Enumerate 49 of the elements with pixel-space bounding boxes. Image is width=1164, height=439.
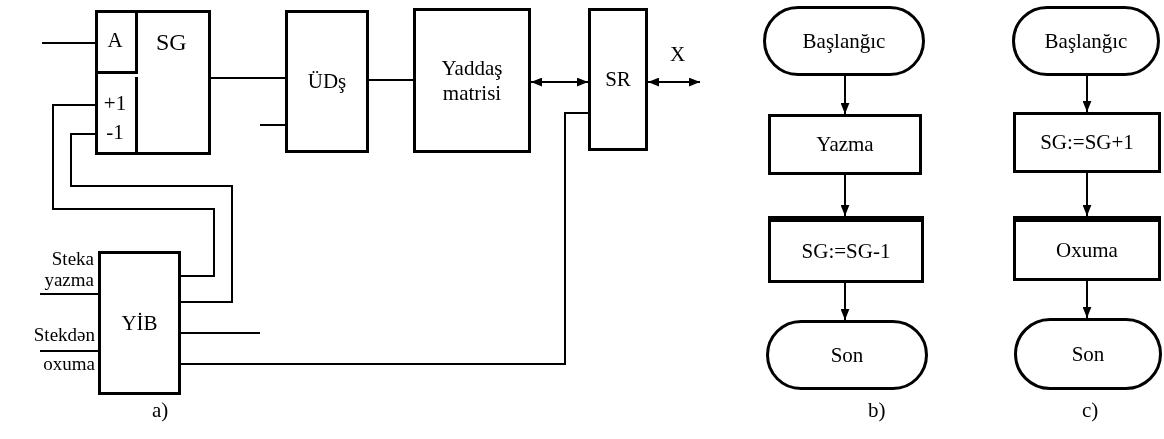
connector-line <box>39 350 99 352</box>
signal-label: Steka yazma <box>14 248 94 294</box>
box-label: YİB <box>121 310 158 336</box>
box-label: Yazma <box>816 132 874 157</box>
field-label: -1 <box>106 119 124 146</box>
signal-label: Stekdən oxuma <box>4 320 95 378</box>
connector-line <box>52 104 215 277</box>
connector-line <box>180 332 261 334</box>
process-box <box>413 8 531 153</box>
box-label: Son <box>1071 341 1105 367</box>
connector-line <box>39 293 99 295</box>
box-label: SG:=SG+1 <box>1040 130 1134 155</box>
box-label: Yaddaş matrisi <box>440 56 504 105</box>
box-label: Oxuma <box>1056 237 1118 263</box>
box-label: Başlanğıc <box>1044 28 1128 54</box>
connector-line <box>840 75 850 115</box>
process-box <box>1013 112 1161 173</box>
connector-line <box>530 77 589 87</box>
panel-label: a) <box>152 398 169 423</box>
connector-line <box>840 174 850 217</box>
register-label: SG <box>156 29 187 56</box>
process-box <box>768 216 924 283</box>
register-field <box>95 10 138 74</box>
connector-line <box>259 124 286 126</box>
field-label: A <box>107 27 123 54</box>
connector-line <box>1082 172 1092 217</box>
box-label: SR <box>605 67 631 92</box>
panel-label: b) <box>868 398 886 423</box>
connector-line <box>368 79 414 81</box>
connector-line <box>1082 75 1092 113</box>
panel-label: c) <box>1082 398 1099 423</box>
connector-line <box>1082 280 1092 319</box>
field-label: +1 <box>103 90 127 117</box>
process-box <box>1013 216 1161 281</box>
connector-line <box>210 77 286 79</box>
connector-line <box>647 77 701 87</box>
connector-line <box>70 133 233 303</box>
box-label: Başlanğıc <box>802 28 886 54</box>
box-label: SG:=SG-1 <box>801 238 891 264</box>
process-box <box>285 10 369 153</box>
connector-line <box>41 42 96 44</box>
box-label: ÜDş <box>307 69 347 94</box>
process-box <box>98 251 181 395</box>
box-label: Son <box>830 342 864 368</box>
connector-line <box>840 282 850 321</box>
register-box <box>95 10 211 155</box>
process-box <box>588 8 648 151</box>
connector-line <box>180 112 589 365</box>
process-box <box>768 114 922 175</box>
